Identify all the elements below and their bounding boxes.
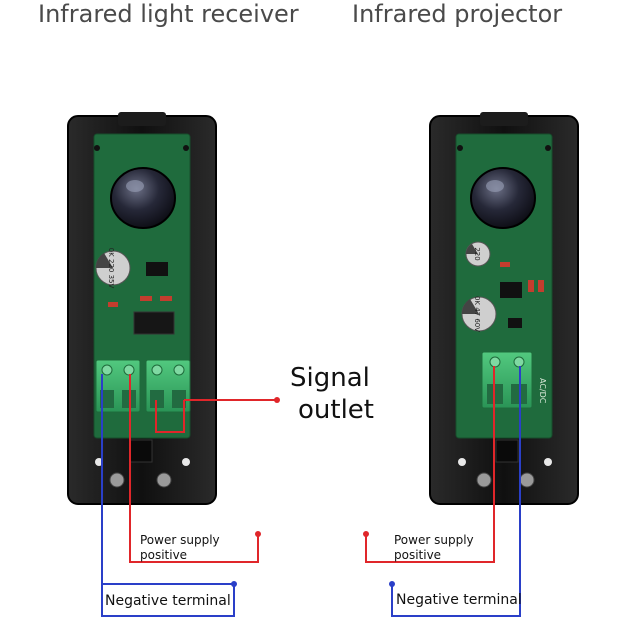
- receiver-resistor: [160, 296, 172, 301]
- receiver-terminal-screw: [101, 364, 113, 376]
- receiver-terminal-slot: [150, 390, 164, 408]
- receiver-terminal-screw: [123, 364, 135, 376]
- receiver-negative-line: [101, 584, 235, 617]
- receiver-capacitor: [95, 250, 131, 286]
- projector-screw: [519, 472, 535, 488]
- receiver-corner-hole: [182, 458, 190, 466]
- projector-mount-hole: [545, 145, 551, 151]
- projector-resistor: [500, 262, 510, 267]
- projector-screw: [476, 472, 492, 488]
- projector-corner-hole: [544, 458, 552, 466]
- projector-negative-line: [391, 366, 521, 617]
- receiver-chip: [133, 311, 175, 335]
- projector-terminal-screw: [513, 356, 525, 368]
- signal-outlet-dot: [274, 397, 280, 403]
- receiver-screw: [156, 472, 172, 488]
- receiver-power-dot: [255, 531, 261, 537]
- receiver-device: 0K 220 35V: [67, 112, 217, 505]
- receiver-chip: [146, 262, 168, 276]
- receiver-mount-hole: [183, 145, 189, 151]
- receiver-resistor: [108, 302, 118, 307]
- projector-power-label-line2: positive: [394, 548, 442, 562]
- projector-title: Infrared projector: [352, 0, 563, 28]
- projector-power-label-line1: Power supply: [394, 533, 474, 547]
- receiver-screw: [109, 472, 125, 488]
- signal-outlet-line: [155, 400, 185, 433]
- projector-component: [508, 318, 522, 328]
- signal-outlet-label-line2: outlet: [298, 395, 374, 425]
- receiver-power-label-line1: Power supply: [140, 533, 220, 547]
- receiver-terminal-screw: [173, 364, 185, 376]
- signal-outlet-label-line1: Signal: [290, 363, 370, 393]
- receiver-capacitor-marking: 0K 220 35V: [107, 248, 115, 289]
- projector-acdc-marking: AC/DC: [538, 378, 547, 404]
- projector-power-line: [365, 366, 495, 563]
- projector-capacitor-large-marking: 0K 47 60V: [473, 296, 481, 332]
- receiver-terminal-screw: [151, 364, 163, 376]
- receiver-cable-clip: [129, 439, 153, 463]
- receiver-title: Infrared light receiver: [38, 0, 299, 28]
- receiver-negative-dot: [231, 581, 237, 587]
- projector-corner-hole: [458, 458, 466, 466]
- projector-power-dot: [363, 531, 369, 537]
- projector-top-notch: [480, 112, 528, 126]
- receiver-mount-hole: [94, 145, 100, 151]
- projector-ir-lens: [470, 167, 536, 229]
- projector-capacitor-small: [465, 241, 491, 267]
- projector-resistor: [528, 280, 534, 292]
- projector-negative-dot: [389, 581, 395, 587]
- projector-lens-highlight: [486, 180, 504, 192]
- receiver-lens-highlight: [126, 180, 144, 192]
- receiver-power-label-line2: positive: [140, 548, 188, 562]
- projector-capacitor-small-marking: 220: [473, 247, 481, 260]
- projector-resistor: [538, 280, 544, 292]
- receiver-negative-label: Negative terminal: [105, 593, 231, 609]
- projector-capacitor-large: [461, 296, 497, 332]
- projector-chip: [500, 282, 522, 298]
- projector-mount-hole: [457, 145, 463, 151]
- projector-cable-clip: [495, 439, 519, 463]
- receiver-top-notch: [118, 112, 166, 126]
- receiver-terminal-slot: [100, 390, 114, 408]
- receiver-power-line: [129, 374, 259, 563]
- projector-terminal-screw: [489, 356, 501, 368]
- projector-negative-label: Negative terminal: [396, 592, 522, 608]
- receiver-ir-lens: [110, 167, 176, 229]
- receiver-resistor: [140, 296, 152, 301]
- projector-device: 220 0K 47 60V AC/DC: [429, 112, 579, 505]
- receiver-terminal-slot: [172, 390, 186, 408]
